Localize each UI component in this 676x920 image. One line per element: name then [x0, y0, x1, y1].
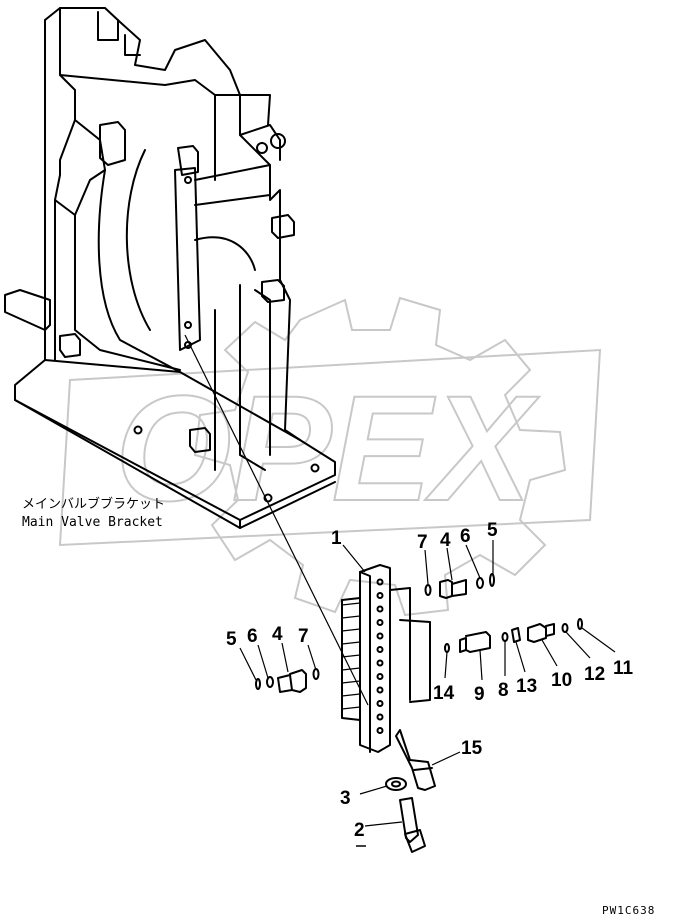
main-valve-bracket — [4, 7, 336, 529]
washer-3 — [385, 777, 407, 791]
valve-section-plate — [341, 615, 361, 619]
callout-4-left: 4 — [272, 624, 283, 645]
callout-11: 11 — [613, 658, 634, 679]
valve-port — [376, 619, 384, 626]
valve-port — [376, 578, 384, 586]
fitting-group-upper-right — [424, 573, 495, 599]
callout-13: 13 — [516, 676, 537, 697]
valve-port — [376, 659, 384, 667]
valve-port — [376, 646, 384, 653]
valve-port — [376, 727, 384, 734]
watermark-text: OPEX — [115, 364, 540, 532]
callout-9: 9 — [474, 684, 485, 705]
valve-port — [376, 605, 384, 613]
fitting-group-lower-right — [444, 618, 583, 653]
caption-japanese: メインバルブブラケット — [22, 496, 165, 512]
callout-6-left: 6 — [247, 626, 258, 647]
valve-section-plate — [341, 693, 361, 697]
valve-port — [376, 592, 384, 599]
valve-port — [376, 686, 384, 694]
watermark-logo: OPEX — [58, 296, 602, 617]
assembly-line — [184, 334, 369, 706]
caption-english: Main Valve Bracket — [22, 515, 163, 530]
valve-port — [376, 700, 384, 707]
valve-section-plate — [341, 654, 361, 658]
callout-12: 12 — [584, 664, 605, 685]
leader-lines — [239, 540, 616, 827]
valve-port — [376, 673, 384, 680]
valve-section-plate — [341, 628, 361, 632]
callout-7-left: 7 — [298, 626, 309, 647]
drawing-code: PW1C638 — [602, 904, 655, 917]
callout-3: 3 — [340, 788, 351, 809]
callout-10: 10 — [551, 670, 572, 691]
valve-block — [341, 564, 431, 753]
callout-2: 2 — [354, 820, 365, 841]
valve-port — [376, 713, 384, 721]
fitting-group-left — [255, 668, 320, 693]
callout-4-upper: 4 — [440, 530, 451, 551]
callout-1: 1 — [331, 528, 342, 549]
callout-8: 8 — [498, 680, 509, 701]
valve-section-plate — [341, 680, 361, 684]
callout-6-upper: 6 — [460, 526, 471, 547]
elbow-fitting-15 — [395, 729, 436, 791]
callout-5-upper: 5 — [487, 520, 498, 541]
valve-section-plate — [341, 667, 361, 671]
bolt-2 — [399, 797, 426, 853]
valve-section-plate — [341, 641, 361, 645]
callout-7-upper: 7 — [417, 532, 428, 553]
valve-section-plate — [341, 602, 361, 606]
valve-section-plate — [341, 706, 361, 710]
callout-15: 15 — [461, 738, 483, 759]
callout-5-left: 5 — [226, 629, 237, 650]
valve-port — [376, 632, 384, 640]
callout-14: 14 — [433, 683, 455, 704]
callout-labels: 1 7 4 6 5 5 6 4 7 14 9 8 13 10 12 11 15 … — [226, 520, 634, 841]
